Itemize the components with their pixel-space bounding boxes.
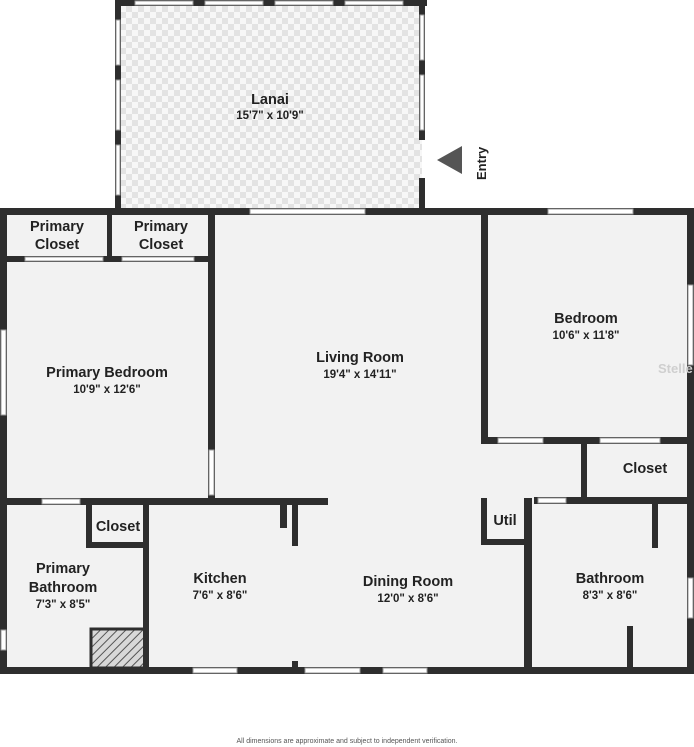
door-front-bottom (304, 667, 361, 674)
living-room-name: Living Room (316, 350, 404, 366)
wall-bathroom-left (524, 498, 532, 672)
wall-closet-right-left (581, 440, 587, 503)
wall-kitchen-stub (280, 502, 287, 528)
primary-closet-2-line2: Closet (139, 237, 183, 253)
slider-living-top (249, 208, 366, 215)
bathroom-dim: 8'3" x 8'6" (583, 590, 638, 602)
wall-bedroom-left (481, 213, 488, 443)
wall-bath-closet-bottom (86, 542, 148, 548)
closet-right-name: Closet (623, 461, 667, 477)
wall-closet-divider (107, 213, 112, 261)
window-bathroom-right (687, 577, 694, 619)
wall-closet-right-bottom (534, 497, 694, 504)
kitchen-dim: 7'6" x 8'6" (193, 590, 248, 602)
primary-bathroom-line2: Bathroom (29, 580, 97, 596)
windows (0, 0, 694, 674)
shower-hatch (89, 627, 147, 670)
lanai-window-right-1 (419, 14, 425, 61)
watermark: Stelle (658, 361, 693, 376)
door-primary-bath (41, 498, 81, 505)
wall-bathroom-stub-bottom (627, 626, 633, 670)
wall-primary-bedroom-bottom (3, 498, 328, 505)
lanai-window-top-3 (274, 0, 334, 6)
window-closet-bottom (24, 256, 104, 262)
disclaimer: All dimensions are approximate and subje… (236, 738, 458, 745)
door-primary-bedroom (208, 449, 215, 496)
lanai-window-left-3 (115, 144, 121, 196)
kitchen-name: Kitchen (193, 571, 246, 587)
lanai-wall-right-top (419, 0, 425, 140)
lanai-name: Lanai (251, 92, 289, 108)
wall-left (0, 208, 7, 674)
closet-bath-name: Closet (96, 519, 140, 535)
window-primary-bedroom-left (0, 329, 7, 416)
wall-closets-bottom (3, 256, 215, 262)
living-room-dim: 19'4" x 14'11" (323, 369, 396, 381)
primary-closet-2-line1: Primary (134, 219, 188, 235)
wall-primary-bath-right (143, 502, 149, 672)
window-closet2-bottom (121, 256, 195, 262)
primary-closet-1-line2: Closet (35, 237, 79, 253)
lanai-window-left-1 (115, 19, 121, 66)
door-bathroom (537, 497, 567, 504)
door-closet-right (599, 437, 661, 444)
bedroom-name: Bedroom (554, 311, 618, 327)
wall-util-left (481, 498, 487, 544)
wall-util-bottom (481, 539, 529, 545)
bathroom-name: Bathroom (576, 571, 644, 587)
window-dining (382, 667, 428, 674)
window-bedroom-right (687, 284, 694, 366)
window-kitchen (192, 667, 238, 674)
wall-dining-post (292, 661, 298, 669)
window-bedroom-top (547, 208, 634, 215)
dining-room-dim: 12'0" x 8'6" (377, 593, 438, 605)
lanai-wall-top (115, 0, 427, 6)
primary-closet-1-line1: Primary (30, 219, 84, 235)
lanai-window-top-1 (134, 0, 194, 6)
lanai-window-right-2 (419, 74, 425, 131)
wall-primary-bedroom-right (208, 213, 215, 503)
dining-room-name: Dining Room (363, 574, 453, 590)
lanai-dim: 15'7" x 10'9" (236, 110, 304, 122)
lanai-window-left-2 (115, 79, 121, 131)
primary-bedroom-name: Primary Bedroom (46, 365, 168, 381)
triangle-arrow-icon (437, 146, 462, 174)
util-name: Util (493, 513, 516, 529)
wall-bath-closet-left (86, 502, 92, 548)
bedroom-dim: 10'6" x 11'8" (553, 330, 620, 342)
primary-bathroom-line1: Primary (36, 561, 90, 577)
entry-label: Entry (474, 146, 489, 180)
lanai-window-top-2 (204, 0, 264, 6)
wall-bedroom-bottom (481, 437, 694, 444)
window-primary-bath-left (0, 629, 7, 651)
wall-kitchen-stub-2 (292, 502, 298, 546)
wall-bathroom-stub-top (652, 502, 658, 548)
room-labels: Lanai 15'7" x 10'9" Primary Closet Prima… (29, 92, 668, 611)
primary-bedroom-dim: 10'9" x 12'6" (73, 384, 141, 396)
lanai-floor (119, 4, 422, 210)
primary-bathroom-dim: 7'3" x 8'5" (36, 599, 91, 611)
door-bedroom (497, 437, 544, 444)
lanai-wall-right-bottom (419, 178, 425, 213)
lanai-window-top-4 (344, 0, 404, 6)
